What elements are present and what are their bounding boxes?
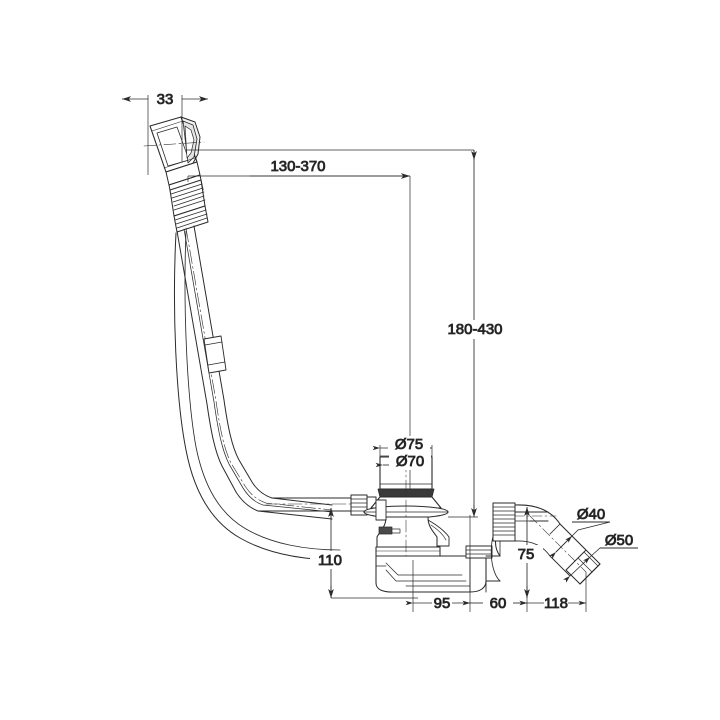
dim-33-label: 33 <box>157 91 174 108</box>
overflow-cover-plate <box>143 116 205 173</box>
geometry-layer <box>143 116 601 593</box>
corrugated-slip-nut <box>492 502 516 542</box>
dim-110-label: 110 <box>318 552 342 569</box>
dim-d40 <box>549 521 611 559</box>
dim-118-label: 118 <box>544 595 568 612</box>
dim-130-370-label: 130-370 <box>270 158 325 175</box>
secondary-hose-loop <box>173 230 341 561</box>
dimension-layer: 33 130-370 180-430 180-430 <box>122 91 638 612</box>
dim-95-label: 95 <box>434 595 451 612</box>
dim-d40-label: Ø40 <box>577 506 605 523</box>
overflow-connector <box>165 161 209 233</box>
dim-60-label: 60 <box>490 595 507 612</box>
bowden-cable <box>176 225 333 520</box>
dim-130-370 <box>187 173 411 490</box>
waste-drain-body <box>375 439 450 591</box>
dim-110 <box>328 508 418 599</box>
dim-d50 <box>563 547 638 583</box>
dim-33 <box>122 95 208 175</box>
dim-d75-label: Ø75 <box>395 436 423 453</box>
dim-180-430-text: 180-430 <box>447 321 502 338</box>
hose-screw-connector <box>350 494 377 516</box>
dim-chain-bottom <box>405 515 587 612</box>
horizontal-hose <box>257 497 353 512</box>
dim-75-label: 75 <box>518 546 535 563</box>
dim-d70-label: Ø70 <box>396 453 424 470</box>
dim-d50-label: Ø50 <box>605 532 633 549</box>
